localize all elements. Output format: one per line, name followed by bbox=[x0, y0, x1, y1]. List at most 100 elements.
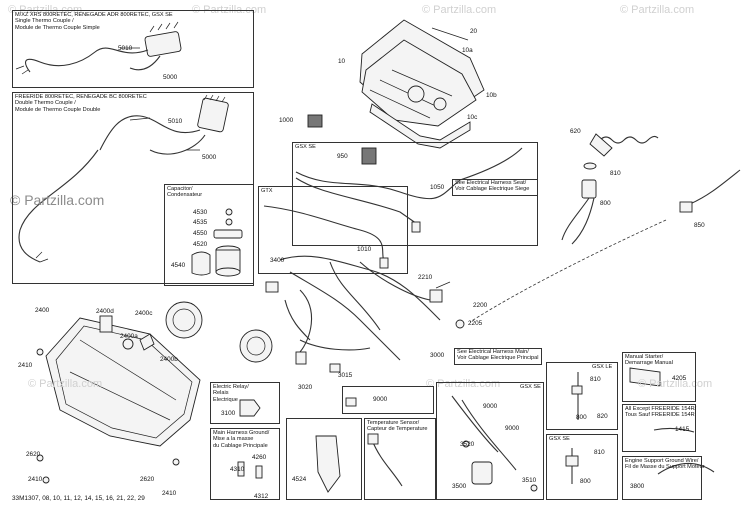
capacitor-box bbox=[164, 184, 254, 286]
part-label: 2620 bbox=[140, 476, 155, 483]
switch-1000-art bbox=[307, 114, 323, 128]
watermark: © Partzilla.com bbox=[426, 378, 501, 390]
watermark: © Partzilla.com bbox=[422, 4, 497, 16]
single-thermo-box bbox=[12, 10, 254, 88]
gtx-caption: GTX bbox=[261, 188, 273, 194]
gsx-se-mid-box bbox=[436, 382, 544, 500]
part-label: 5010 bbox=[168, 118, 183, 125]
part-label: 800 bbox=[580, 478, 591, 485]
watermark: © Partzilla.com bbox=[620, 4, 695, 16]
part-label: 4205 bbox=[672, 375, 687, 382]
part-label: 800 bbox=[600, 200, 611, 207]
capacitor-caption: Capacitor/ Condensateur bbox=[167, 186, 203, 199]
part-label: 810 bbox=[590, 376, 601, 383]
part-label: 4260 bbox=[252, 454, 267, 461]
part-label: 5000 bbox=[202, 154, 217, 161]
part-label: 3500 bbox=[452, 483, 467, 490]
part-label: 2400d bbox=[96, 308, 114, 315]
part-label: 2410 bbox=[162, 490, 177, 497]
harness-main-caption: See Electrical Harness Main/ Voir Cablag… bbox=[457, 349, 539, 362]
part-label: 4310 bbox=[230, 466, 245, 473]
part-label: 1010 bbox=[357, 246, 372, 253]
single-thermo-caption: M/XZ XRS 800RETEC, RENEGADE ADR 800RETEC… bbox=[15, 12, 173, 31]
manual-starter-caption: Manual Starter/ Demarrage Manual bbox=[625, 354, 673, 367]
capacitor-art bbox=[191, 208, 243, 277]
main-ground-box bbox=[210, 428, 280, 500]
watermark: © Partzilla.com bbox=[28, 378, 103, 390]
part-label: 4550 bbox=[193, 230, 208, 237]
harness-main-box bbox=[454, 348, 542, 365]
part-label: 2400a bbox=[120, 333, 138, 340]
electric-relay-box bbox=[210, 382, 280, 424]
engine-ground-caption: Engine Support Ground Wire/ Fil de Masse… bbox=[625, 458, 705, 471]
gtx-harness-box bbox=[258, 186, 408, 274]
part-label: 2200 bbox=[473, 302, 488, 309]
part-label: 4530 bbox=[193, 209, 208, 216]
harness-clip-box bbox=[286, 418, 362, 500]
part-label: 9000 bbox=[505, 425, 520, 432]
part-label: 2410 bbox=[28, 476, 43, 483]
gsx-se-mid-caption: GSX SE bbox=[520, 384, 541, 390]
part-label: 3400 bbox=[270, 257, 285, 264]
part-label: 810 bbox=[594, 449, 605, 456]
gsx-le-box bbox=[546, 362, 618, 430]
headlight-art bbox=[36, 301, 273, 484]
gtx-harness-art bbox=[263, 205, 389, 269]
all-except-caption: All Except FREERIDE 154R/ Tous Sauf FREE… bbox=[625, 406, 697, 419]
temp-sensor-caption: Temperature Sensor/ Capteur de Temperatu… bbox=[367, 420, 428, 433]
part-label: 5000 bbox=[163, 74, 178, 81]
part-label: 2210 bbox=[418, 274, 433, 281]
double-thermo-caption: FREERIDE 800RETEC, RENEGADE BC 800RETEC … bbox=[15, 94, 147, 113]
part-label: 3510 bbox=[522, 477, 537, 484]
part-label: 810 bbox=[610, 170, 621, 177]
gsx-le-caption: GSX LE bbox=[592, 364, 613, 370]
manual-starter-box bbox=[622, 352, 696, 402]
part-label: 9000 bbox=[373, 396, 388, 403]
part-label: 9000 bbox=[483, 403, 498, 410]
harness-seat-caption: See Electrical Harness Seat/ Voir Cablag… bbox=[455, 180, 530, 193]
part-label: 950 bbox=[337, 153, 348, 160]
tether-cord-art bbox=[469, 133, 741, 323]
part-label: 4520 bbox=[193, 241, 208, 248]
engine-ground-box bbox=[622, 456, 702, 500]
watermark: © Partzilla.com bbox=[10, 192, 105, 208]
part-label: 3020 bbox=[298, 384, 313, 391]
part-label: 10 bbox=[338, 58, 346, 65]
part-label: 20 bbox=[470, 28, 478, 35]
diagram-code: 33M1307, 08, 10, 11, 12, 14, 15, 16, 21,… bbox=[12, 495, 145, 502]
gsx-se-top-caption: GSX SE bbox=[295, 144, 316, 150]
part-label: 3015 bbox=[338, 372, 353, 379]
part-label: 2400c bbox=[135, 310, 153, 317]
part-label: 10c bbox=[467, 114, 478, 121]
wire-9000-box bbox=[342, 386, 434, 414]
gauge-cluster-art bbox=[359, 19, 485, 149]
thermo-couple-single-art bbox=[15, 21, 182, 75]
part-label: 3520 bbox=[460, 441, 475, 448]
part-label: 1000 bbox=[279, 117, 294, 124]
part-label: 4535 bbox=[193, 219, 208, 226]
part-label: 2400 bbox=[35, 307, 50, 314]
part-label: 3000 bbox=[430, 352, 445, 359]
part-label: 4312 bbox=[254, 493, 269, 500]
part-label: 2620 bbox=[26, 451, 41, 458]
temp-sensor-box bbox=[364, 418, 436, 500]
part-label: 2400b bbox=[160, 356, 178, 363]
harness-seat-box bbox=[452, 179, 538, 196]
part-label: 2410 bbox=[18, 362, 33, 369]
part-label: 800 bbox=[576, 414, 587, 421]
gsx-se-harness-art bbox=[295, 147, 523, 233]
part-label: 1415 bbox=[675, 426, 690, 433]
part-label: 5010 bbox=[118, 45, 133, 52]
part-label: 3100 bbox=[221, 410, 236, 417]
part-label: 4524 bbox=[292, 476, 307, 483]
part-label: 820 bbox=[597, 413, 608, 420]
part-label: 10b bbox=[486, 92, 497, 99]
electric-relay-caption: Electric Relay/ Relais Electrique bbox=[213, 384, 249, 403]
part-label: 620 bbox=[570, 128, 581, 135]
part-label: 10a bbox=[462, 47, 473, 54]
part-label: 1050 bbox=[430, 184, 445, 191]
gsx-se-low-box bbox=[546, 434, 618, 500]
part-label: 2205 bbox=[468, 320, 483, 327]
gsx-se-low-caption: GSX SE bbox=[549, 436, 570, 442]
